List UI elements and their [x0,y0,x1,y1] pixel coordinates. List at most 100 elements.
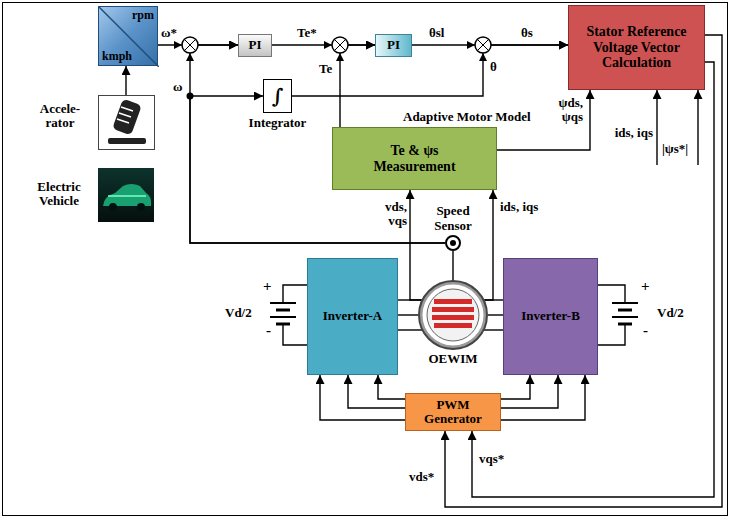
box-label: PI [249,38,262,52]
summing-junction [334,39,345,50]
box-heading: Electric Vehicle [28,180,90,209]
box-heading: Integrator [249,116,307,130]
summing-junction [324,37,348,61]
sensor-shaft [450,240,456,246]
car-picture [108,195,146,197]
box-heading: kmph [102,50,132,63]
connector-arrow [398,314,418,315]
box-heading: Adaptive Motor Model [403,110,531,124]
battery-symbol [270,302,296,304]
diagonal-line [99,7,159,67]
pedal-icon [112,99,142,136]
pwm-generator: PWM Generator [405,393,501,431]
signal-name: vqs* [478,452,505,466]
battery-symbol [270,285,307,345]
box-heading: Speed Sensor [425,204,481,233]
motor-drawing [432,315,474,320]
pi-controller: PI [238,34,272,57]
voltage-label: Vd/2 [656,306,685,320]
summing-junction [467,41,487,61]
polarity-sign: + [262,278,273,295]
car-picture [109,203,117,211]
accelerator-pedal: Accele- rator [98,95,155,150]
process-box: Adaptive Motor ModelTe & ψs Measurement [332,127,497,190]
box-label: ∫ [272,85,284,107]
voltage-label: Vd/2 [224,306,253,320]
unit-converter-box: rpm kmph [98,6,158,66]
motor-drawing [432,307,474,312]
battery-symbol [598,285,638,345]
polarity-sign: + [640,278,651,295]
battery-symbol [270,316,296,318]
signal-name: vds* [408,470,435,484]
connector-arrow [445,35,722,507]
summing-junction [467,37,491,61]
motor-drawing [421,283,485,347]
connector-arrow [485,190,493,300]
gate-signal-arrow [348,375,408,408]
motor-drawing [427,289,479,341]
summing-junction [477,39,488,50]
battery-symbol [598,324,625,345]
signal-name: ψds, ψqs [546,96,584,125]
electric-vehicle: Electric Vehicle [98,168,154,222]
integrator-box: ∫Integrator [263,79,292,113]
box-label: Te & ψs Measurement [352,143,477,174]
summing-junction [182,37,198,53]
gate-signal-arrow [498,375,558,408]
polarity-sign: - [642,322,649,339]
car-picture [103,184,151,206]
car-picture [98,168,154,222]
signal-name: |ψs*| [661,142,689,156]
signal-name: ids, iqs [612,126,654,140]
motor-wire [484,329,503,330]
box-heading: rpm [132,9,154,22]
motor-wire [398,299,422,300]
connector-arrow [292,45,568,96]
connector-arrow [472,62,714,497]
car-picture [98,168,154,222]
box-label: Inverter-A [323,309,382,323]
connector-arrow [125,66,126,95]
battery-symbol [276,309,290,312]
battery-symbol [612,302,638,304]
summing-junction [475,37,491,53]
pedal-icon [108,99,146,144]
battery-symbol [612,316,638,318]
input-arrow [697,90,698,165]
box-heading: Accele- rator [29,102,91,131]
signal-name: θsl [428,26,445,40]
sensor-shaft [452,251,453,281]
battery-symbol [598,285,625,303]
box-label: Stator Reference Voltage Vector Calculat… [575,24,698,70]
summing-junction [332,37,348,53]
gate-signal-arrow [378,375,408,399]
inverter-box: Inverter-B [503,258,598,375]
summing-junction [174,41,194,61]
battery-symbol [283,285,307,303]
summing-junction [184,39,195,50]
battery-symbol [618,309,632,312]
signal-name: θs [520,26,534,40]
box-label: Inverter-B [521,309,580,323]
box-heading: OEWIM [428,352,477,366]
motor-drawing [421,283,485,347]
pedal-icon [108,138,146,144]
signal-name: Te* [296,26,318,40]
connector-arrow [320,375,405,420]
signal-name: Te [318,62,333,76]
battery-symbol [283,324,307,345]
connector-arrow [501,375,585,420]
motor-wire [484,299,503,300]
inverter-box: Inverter-A [307,258,398,375]
pedal-icon [117,107,133,123]
box-label: PWM Generator [411,398,495,427]
signal-name: vds, vqs [366,200,408,229]
signal-name: ω [172,80,184,94]
connector-arrow [488,314,503,315]
connector-group [126,35,722,507]
summing-junction [324,41,344,61]
junction-dot [187,93,194,100]
car-picture [137,203,145,211]
